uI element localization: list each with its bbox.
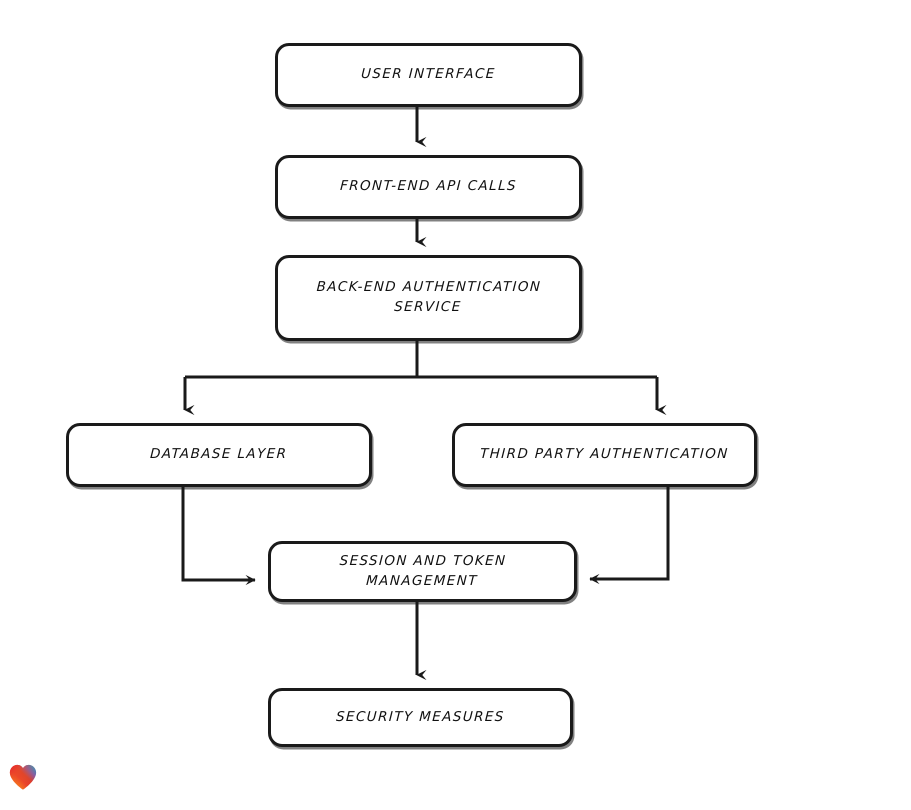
node-third-party-authentication-label: THIRD PARTY AUTHENTICATION [479,446,730,463]
node-session-and-token-management[interactable]: SESSION AND TOKEN MANAGEMENT [268,541,577,602]
heart-icon [9,764,37,790]
node-backend-authentication-service-label: BACK-END AUTHENTICATION SERVICE [316,279,542,315]
node-database-layer[interactable]: DATABASE LAYER [66,423,372,487]
node-frontend-api-label: FRONT-END API CALLS [339,178,518,195]
node-frontend-api[interactable]: FRONT-END API CALLS [275,155,582,219]
node-session-and-token-management-label: SESSION AND TOKEN MANAGEMENT [339,552,507,589]
edge-database-layer-to-session-token [181,487,256,586]
node-backend-authentication-service[interactable]: BACK-END AUTHENTICATION SERVICE [275,255,582,341]
node-third-party-authentication[interactable]: THIRD PARTY AUTHENTICATION [452,423,757,487]
node-user-interface[interactable]: USER INTERFACE [275,43,582,107]
node-database-layer-label: DATABASE LAYER [149,446,289,463]
node-security-measures[interactable]: SECURITY MEASURES [268,688,573,747]
edge-third-party-auth-to-session-token [589,487,670,585]
node-security-measures-label: SECURITY MEASURES [335,708,506,725]
node-user-interface-label: USER INTERFACE [360,66,497,83]
